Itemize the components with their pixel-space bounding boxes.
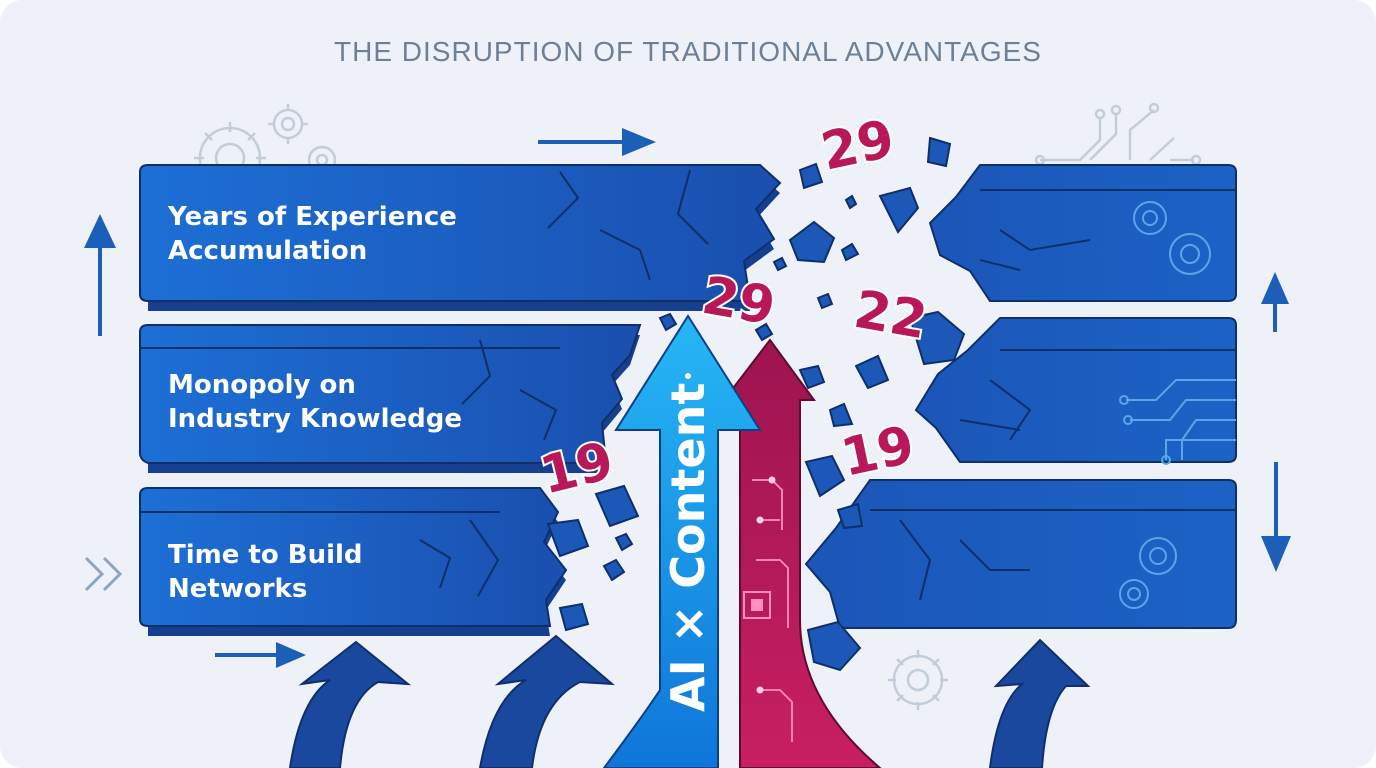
block-industry-knowledge-line2: Industry Knowledge xyxy=(168,404,462,434)
arrow-up-icon xyxy=(478,634,615,768)
page-title: THE DISRUPTION OF TRADITIONAL ADVANTAGES xyxy=(334,36,1042,67)
debris xyxy=(546,136,966,672)
arrow-right-icon xyxy=(538,128,656,156)
block-years-experience-line2: Accumulation xyxy=(168,236,367,266)
arrow-up-icon xyxy=(1261,272,1289,332)
gear-icon xyxy=(1133,201,1211,275)
block-years-experience-line1: Years of Experience xyxy=(167,202,457,232)
circuit-icon xyxy=(1119,379,1236,465)
arrow-up-icon xyxy=(288,640,412,768)
block-right-middle xyxy=(914,317,1237,465)
arrow-up-icon xyxy=(84,214,116,336)
block-build-networks-line1: Time to Build xyxy=(168,540,363,570)
arrow-right-icon xyxy=(215,642,306,668)
block-build-networks-line2: Networks xyxy=(168,574,307,604)
floating-number: 22 xyxy=(850,280,932,352)
ai-content-arrow: AI × Content xyxy=(602,314,762,768)
circuit-icon xyxy=(1034,102,1202,166)
arrow-down-icon xyxy=(1261,462,1291,572)
block-right-bottom xyxy=(804,479,1237,629)
floating-number: 29 xyxy=(698,266,780,338)
block-right-top xyxy=(928,164,1237,302)
block-years-experience: Years of Experience Accumulation xyxy=(139,164,782,311)
gear-icon xyxy=(268,104,308,144)
chevron-double-right-icon xyxy=(84,556,123,592)
arrow-up-icon xyxy=(988,638,1091,768)
chip-icon xyxy=(743,591,771,619)
magenta-growth-arrow xyxy=(721,338,882,768)
floating-number: 29 xyxy=(816,109,899,183)
gear-icon xyxy=(1119,537,1177,609)
block-build-networks: Time to Build Networks xyxy=(139,487,568,636)
ai-content-label: AI × Content xyxy=(661,383,715,712)
gear-icon xyxy=(888,650,948,710)
floating-number: 19 xyxy=(836,415,919,489)
block-industry-knowledge-line1: Monopoly on xyxy=(168,370,356,400)
block-industry-knowledge: Monopoly on Industry Knowledge xyxy=(139,324,642,473)
